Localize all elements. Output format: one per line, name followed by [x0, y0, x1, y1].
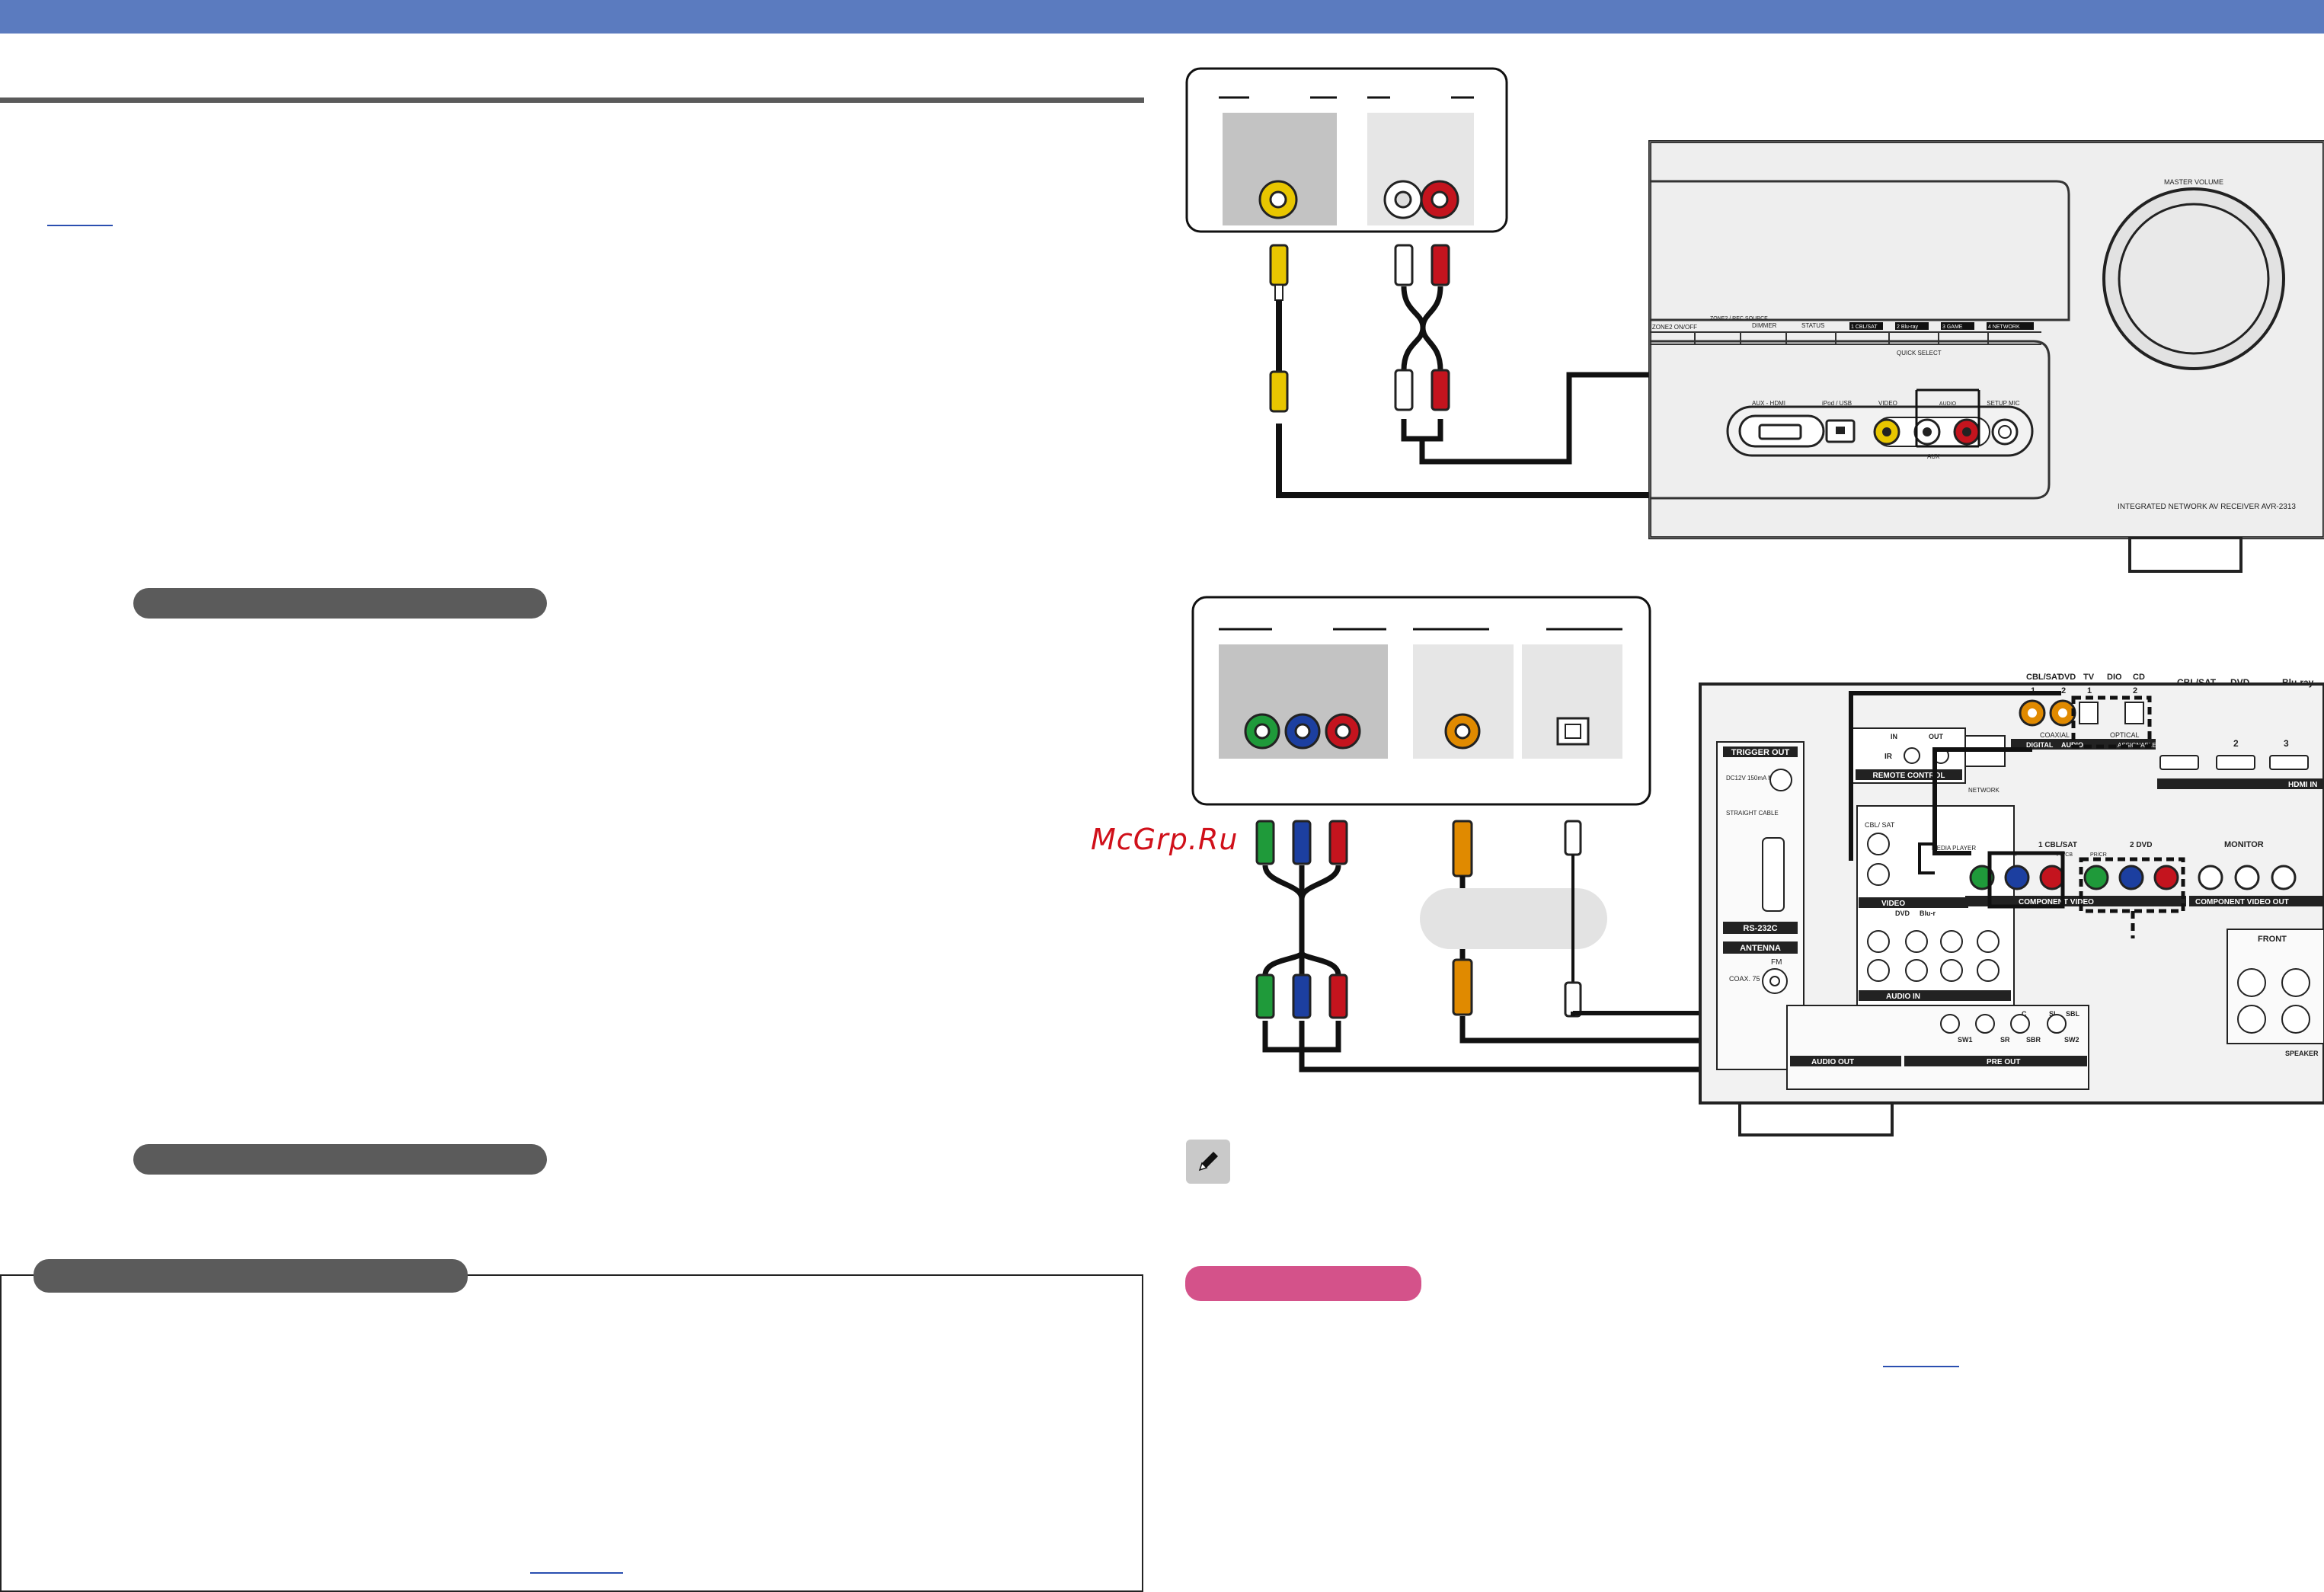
- pre-c-label: C: [2022, 1010, 2027, 1018]
- receiver-front-panel: ZONE2 ON/OFF ZONE2 / REC SOURCE DIMMER S…: [1648, 140, 2324, 573]
- quick-select-label: QUICK SELECT: [1897, 350, 1942, 356]
- hdmi-cblsat-label: CBL/SAT: [2177, 677, 2217, 688]
- hdmi-in-label: HDMI IN: [2288, 781, 2317, 789]
- comp-pb-label: PB/CB: [2057, 852, 2073, 858]
- optical-cable: [1564, 820, 1885, 1018]
- coax-num-2: 2: [2061, 686, 2066, 695]
- component-video-out-label: COMPONENT VIDEO OUT: [2195, 898, 2289, 906]
- optical-num-2: 2: [2133, 686, 2137, 695]
- bluray-label: Blu-r: [1920, 909, 1936, 917]
- ir-label: IR: [1884, 753, 1893, 761]
- info-box-page-link[interactable]: [530, 1572, 623, 1574]
- out-label: OUT: [1929, 733, 1944, 740]
- dio-label: DIO: [2107, 673, 2122, 682]
- section-rule: [0, 98, 1144, 103]
- monitor-label: MONITOR: [2224, 840, 2264, 849]
- coax-label-cblsat: CBL/SAT: [2026, 673, 2062, 682]
- status-label: STATUS: [1801, 322, 1824, 329]
- hdmi-aux-port: [1758, 424, 1802, 440]
- coax-label-dvd: DVD: [2058, 673, 2076, 682]
- remote-control-label: REMOTE CONTROL: [1873, 772, 1945, 780]
- hdmi-dvd-label: DVD: [2230, 677, 2250, 688]
- quick-select-2: 2 Blu-ray: [1897, 324, 1919, 330]
- coaxial-label: COAXIAL: [2040, 731, 2070, 739]
- receiver-rear-panel: TRIGGER OUT DC12V 150mA MAX. STRAIGHT CA…: [1699, 673, 2324, 1136]
- cblsat-label: CBL/ SAT: [1865, 821, 1895, 829]
- audio-in-label: AUDIO IN: [1886, 993, 1920, 1001]
- zone2-rec-label: ZONE2 / REC SOURCE: [1710, 316, 1768, 321]
- aux-label: AUX: [1927, 453, 1940, 460]
- watermark: McGrp.Ru: [1091, 823, 1239, 856]
- component-1-label: 1 CBL/SAT: [2038, 841, 2077, 849]
- pre-sbr-label: SBR: [2026, 1036, 2041, 1044]
- hdmi-num-3: 3: [2284, 738, 2289, 749]
- network-label: NETWORK: [1968, 787, 2000, 794]
- ipod-usb-label: iPod / USB: [1822, 400, 1852, 407]
- coax-label: COAX. 75 Ω: [1729, 975, 1767, 983]
- speaker-label: SPEAKER: [2285, 1050, 2319, 1057]
- pre-sw2-label: SW2: [2064, 1036, 2079, 1044]
- pre-sw1-label: SW1: [1958, 1036, 1973, 1044]
- caution-page-link[interactable]: [1883, 1366, 1959, 1367]
- audio-out-label: AUDIO OUT: [1811, 1058, 1854, 1066]
- note-icon: [1186, 1140, 1230, 1184]
- pre-sl-label: SL: [2049, 1010, 2058, 1018]
- cd-label: CD: [2133, 673, 2145, 682]
- front-label: FRONT: [2258, 935, 2287, 944]
- zone2-onoff-label: ZONE2 ON/OFF: [1652, 324, 1697, 331]
- setup-mic-label: SETUP MIC: [1987, 400, 2020, 407]
- component-video-label: COMPONENT VIDEO: [2019, 898, 2094, 906]
- device-2-outputs: [1191, 596, 1651, 806]
- hdmi-num-2: 2: [2233, 738, 2239, 749]
- coax-label-tv: TV: [2083, 673, 2095, 682]
- pre-out-label: PRE OUT: [1987, 1058, 2020, 1066]
- master-volume-label: MASTER VOLUME: [2164, 178, 2223, 186]
- or-connector-bubble: [1420, 888, 1607, 949]
- comp-pr-label: PR/CR: [2090, 852, 2107, 858]
- caution-heading-pill: [1185, 1266, 1421, 1301]
- antenna-label: ANTENNA: [1740, 944, 1781, 953]
- straight-cable-label: STRAIGHT CABLE: [1726, 810, 1779, 817]
- trigger-spec-label: DC12V 150mA MAX.: [1726, 775, 1783, 782]
- fm-label: FM: [1771, 958, 1782, 967]
- media-player-label: MEDIA PLAYER: [1932, 845, 1976, 852]
- subheading-pill-1: [133, 588, 547, 619]
- optical-label: OPTICAL: [2110, 731, 2140, 739]
- hdmi-bluray-label: Blu-ray: [2282, 677, 2314, 688]
- quick-select-4: 4 NETWORK: [1988, 324, 2020, 330]
- pre-sr-label: SR: [2000, 1036, 2010, 1044]
- component-2-label: 2 DVD: [2130, 841, 2152, 849]
- aux-hdmi-label: AUX - HDMI: [1752, 400, 1785, 407]
- video-label: VIDEO: [1878, 400, 1897, 407]
- pencil-icon: [1198, 1152, 1218, 1172]
- dimmer-label: DIMMER: [1752, 322, 1777, 329]
- dvd-label: DVD: [1895, 909, 1910, 917]
- header-band: [0, 0, 2324, 34]
- digital-label: DIGITAL: [2026, 741, 2054, 749]
- in-label: IN: [1891, 733, 1897, 740]
- trigger-out-label: TRIGGER OUT: [1731, 748, 1790, 757]
- rs232c-label: RS-232C: [1743, 924, 1777, 933]
- quick-select-3: 3 GAME: [1942, 324, 1963, 330]
- video-in-label: VIDEO: [1881, 900, 1905, 908]
- model-label: INTEGRATED NETWORK AV RECEIVER AVR-2313: [2118, 503, 2296, 511]
- device-1-outputs: [1185, 67, 1508, 233]
- info-box-heading-pill: [34, 1259, 468, 1293]
- optical-num-1: 1: [2087, 686, 2092, 695]
- info-box: [0, 1274, 1143, 1592]
- quick-select-1: 1 CBL/SAT: [1851, 324, 1878, 330]
- pre-sbl-label: SBL: [2066, 1010, 2080, 1018]
- audio-label: AUDIO: [1939, 401, 1957, 407]
- page-link[interactable]: [47, 225, 113, 226]
- subheading-pill-2: [133, 1144, 547, 1175]
